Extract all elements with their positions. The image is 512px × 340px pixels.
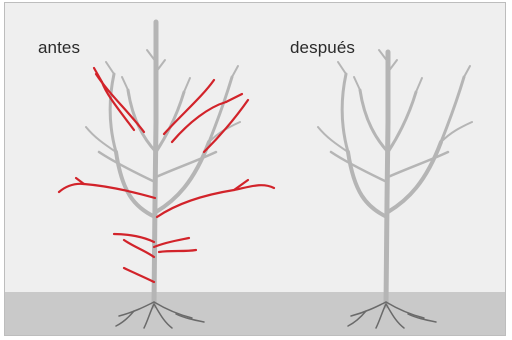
after-label: después — [290, 38, 355, 58]
pruning-diagram: antes después — [4, 2, 506, 336]
ground — [5, 292, 505, 335]
before-label: antes — [38, 38, 80, 58]
